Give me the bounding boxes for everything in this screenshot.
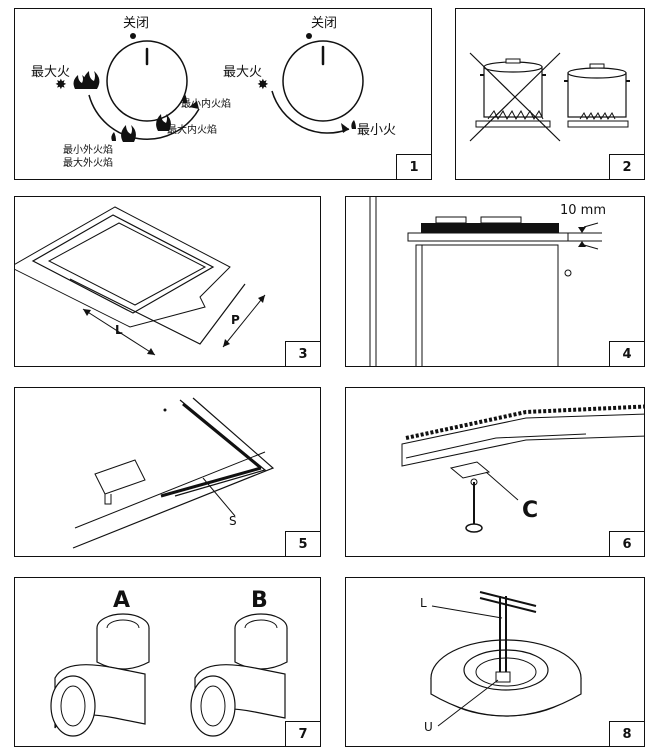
fitting-b-icon — [190, 613, 288, 737]
max-inner-flame-icon — [156, 114, 171, 131]
seal-diagram — [72, 397, 275, 549]
knob-diagrams: ✸ ✸ — [55, 33, 364, 142]
figure-3-cutout-dimensions: L P 3 — [14, 196, 321, 367]
pot-diagram — [469, 52, 630, 142]
label-L: L — [115, 323, 123, 337]
figure-number: 1 — [396, 154, 431, 179]
figure-number: 8 — [609, 721, 644, 746]
fitting-a-icon — [50, 613, 150, 737]
label-L: L — [420, 596, 427, 610]
figure-5-seal: S 5 — [14, 387, 321, 557]
figure-number: 7 — [285, 721, 320, 746]
label-B: B — [251, 588, 268, 613]
max-flame-icon: ✸ — [55, 71, 100, 93]
figure-6-clamp: C 6 — [345, 387, 645, 557]
figure-8-burner-adjustment: L U 8 — [345, 577, 645, 747]
figure-number: 2 — [609, 154, 644, 179]
figure-1-knob-positions: ✸ ✸ 关闭 最大火 最小内火焰 最大内火焰 最小外火焰 最大外火焰 关闭 最大… — [14, 8, 432, 180]
countertop-cutout-diagram — [15, 206, 266, 356]
label-max-outer: 最大外火焰 — [63, 158, 113, 169]
svg-text:✸: ✸ — [55, 77, 67, 93]
figure-number: 5 — [285, 531, 320, 556]
figure-7-gas-fittings: A B 7 — [14, 577, 321, 747]
figure-number: 4 — [609, 341, 644, 366]
label-A: A — [113, 588, 131, 613]
label-min-inner: 最小内火焰 — [181, 99, 231, 110]
label-off-right: 关闭 — [311, 16, 338, 31]
burner-diagram — [430, 591, 582, 727]
label-P: P — [231, 313, 240, 327]
max-outer-flame-icon — [121, 125, 136, 142]
label-min-right: 最小火 — [357, 123, 397, 138]
min-outer-flame-icon — [111, 132, 116, 141]
figure-number: 3 — [285, 341, 320, 366]
min-inner-flame-icon — [182, 94, 187, 103]
figure-4-installation-gap: 10 mm 4 — [345, 196, 645, 367]
clamp-diagram — [401, 404, 644, 533]
label-S: S — [229, 514, 237, 528]
label-C: C — [522, 498, 539, 523]
min-right-flame-icon — [351, 120, 356, 129]
figure-2-pot-size: 2 — [455, 8, 645, 180]
max-right-icon: ✸ — [257, 77, 269, 93]
label-max-inner: 最大内火焰 — [167, 125, 217, 136]
label-max-left: 最大火 — [31, 65, 71, 80]
label-gap: 10 mm — [560, 203, 607, 218]
label-U: U — [424, 720, 433, 734]
fittings-diagram — [50, 613, 288, 737]
label-min-outer: 最小外火焰 — [63, 145, 113, 156]
figure-number: 6 — [609, 531, 644, 556]
label-max-right: 最大火 — [223, 65, 263, 80]
label-off: 关闭 — [123, 16, 150, 31]
cabinet-gap-diagram — [369, 197, 602, 366]
